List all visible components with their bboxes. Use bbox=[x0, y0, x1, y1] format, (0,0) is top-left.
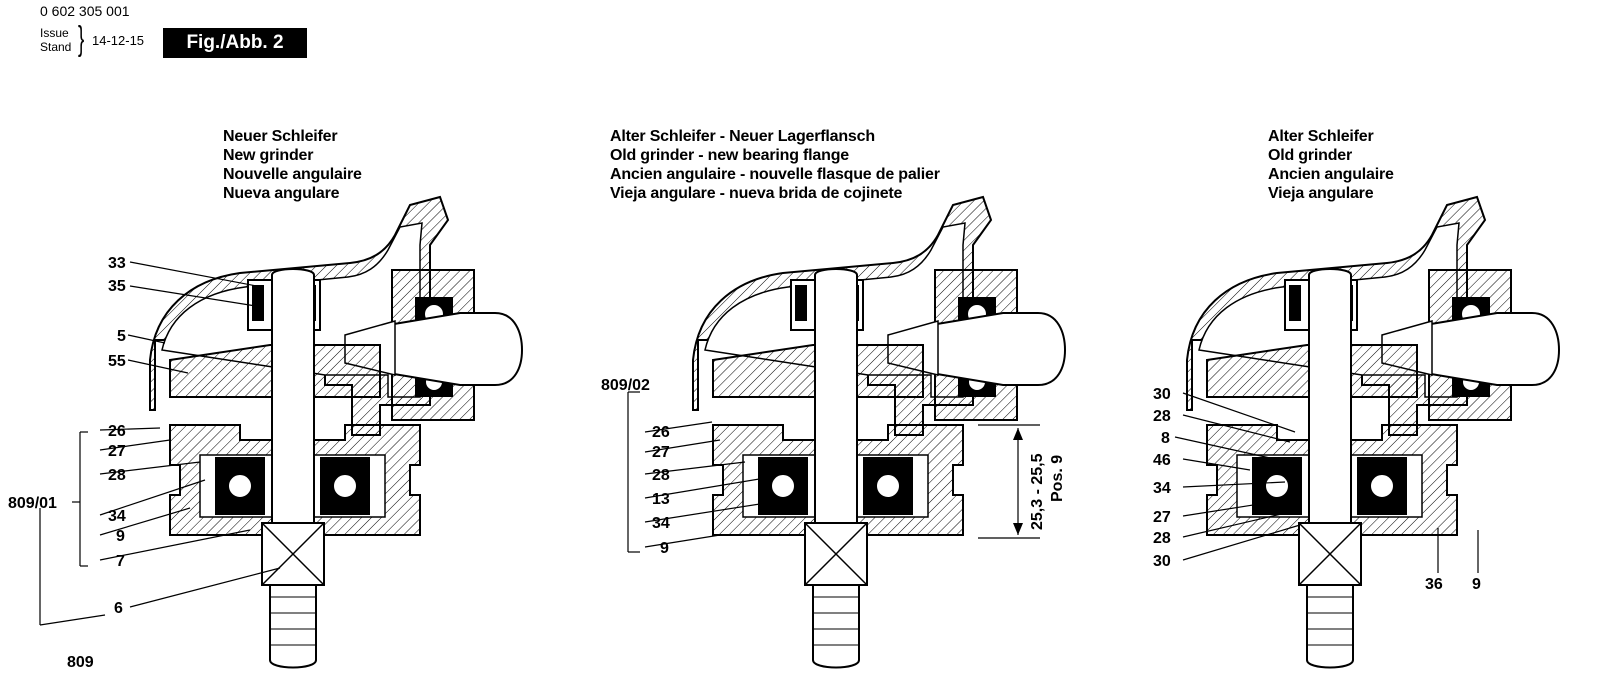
view-3-title: Alter Schleifer Old grinder Ancien angul… bbox=[1268, 127, 1394, 203]
brace-glyph: } bbox=[78, 20, 85, 58]
view-2-title: Alter Schleifer - Neuer Lagerflansch Old… bbox=[610, 127, 940, 203]
callout-28: 28 bbox=[1153, 408, 1171, 425]
callout-5: 5 bbox=[117, 328, 126, 345]
view-2-title-de: Alter Schleifer - Neuer Lagerflansch bbox=[610, 128, 875, 145]
view-2-title-en: Old grinder - new bearing flange bbox=[610, 147, 849, 164]
issue-date: 14-12-15 bbox=[92, 33, 145, 48]
callout-13: 13 bbox=[652, 491, 670, 508]
issue-label: Issue Stand bbox=[40, 26, 71, 54]
callout-27: 27 bbox=[652, 444, 670, 461]
view-1-labels: 33 35 5 55 26 27 28 34 9 7 6 809/01 809 bbox=[8, 255, 126, 671]
dimension-value: 25,3 - 25,5 bbox=[1029, 453, 1046, 530]
group-809-01: 809/01 bbox=[8, 495, 57, 512]
callout-34: 34 bbox=[1153, 480, 1171, 497]
callout-9: 9 bbox=[1472, 576, 1481, 593]
callout-35: 35 bbox=[108, 278, 126, 295]
callout-7: 7 bbox=[116, 553, 125, 570]
view-2-title-es: Vieja angulare - nueva brida de cojinete bbox=[610, 185, 903, 202]
view-3-title-de: Alter Schleifer bbox=[1268, 128, 1374, 145]
callout-27: 27 bbox=[108, 443, 126, 460]
callout-6: 6 bbox=[114, 600, 123, 617]
part-number: 0 602 305 001 bbox=[40, 3, 130, 19]
group-809: 809 bbox=[67, 654, 94, 671]
callout-34: 34 bbox=[652, 515, 670, 532]
callout-28: 28 bbox=[108, 467, 126, 484]
view-1-drawing bbox=[149, 196, 523, 669]
view-1-title-fr: Nouvelle angulaire bbox=[223, 166, 362, 183]
callout-8: 8 bbox=[1161, 430, 1170, 447]
callout-30: 30 bbox=[1153, 553, 1171, 570]
issue-label-de: Stand bbox=[40, 40, 72, 54]
callout-28: 28 bbox=[1153, 530, 1171, 547]
callout-9: 9 bbox=[660, 540, 669, 557]
view-1-title-de: Neuer Schleifer bbox=[223, 128, 338, 145]
view-2-labels: 809/02 26 27 28 13 34 9 25,3 - 25,5 Pos.… bbox=[601, 377, 1066, 557]
view-3-title-fr: Ancien angulaire bbox=[1268, 166, 1394, 183]
callout-30: 30 bbox=[1153, 386, 1171, 403]
callout-26: 26 bbox=[652, 424, 670, 441]
callout-55: 55 bbox=[108, 353, 126, 370]
callout-27: 27 bbox=[1153, 509, 1171, 526]
view-2-title-fr: Ancien angulaire - nouvelle flasque de p… bbox=[610, 166, 940, 183]
view-1-title: Neuer Schleifer New grinder Nouvelle ang… bbox=[223, 127, 362, 203]
figure-label: Fig./Abb. 2 bbox=[163, 28, 307, 58]
callout-46: 46 bbox=[1153, 452, 1171, 469]
view-2-callouts bbox=[627, 391, 1040, 553]
callout-26: 26 bbox=[108, 423, 126, 440]
view-1-title-en: New grinder bbox=[223, 147, 314, 164]
view-1-title-es: Nueva angulare bbox=[223, 185, 340, 202]
issue-label-en: Issue bbox=[40, 26, 69, 40]
callout-9: 9 bbox=[116, 528, 125, 545]
view-1-callouts bbox=[39, 261, 281, 626]
view-3-labels: 30 28 8 46 34 27 28 30 36 9 bbox=[1153, 386, 1481, 593]
view-2-drawing bbox=[692, 196, 1066, 669]
callout-36: 36 bbox=[1425, 576, 1443, 593]
view-3-callouts bbox=[1174, 392, 1479, 573]
group-809-02: 809/02 bbox=[601, 377, 650, 394]
view-3-drawing bbox=[1186, 196, 1560, 669]
view-3-title-en: Old grinder bbox=[1268, 147, 1353, 164]
view-3-title-es: Vieja angulare bbox=[1268, 185, 1374, 202]
callout-28: 28 bbox=[652, 467, 670, 484]
callout-33: 33 bbox=[108, 255, 126, 272]
dimension-note: Pos. 9 bbox=[1049, 455, 1066, 502]
callout-34: 34 bbox=[108, 508, 126, 525]
